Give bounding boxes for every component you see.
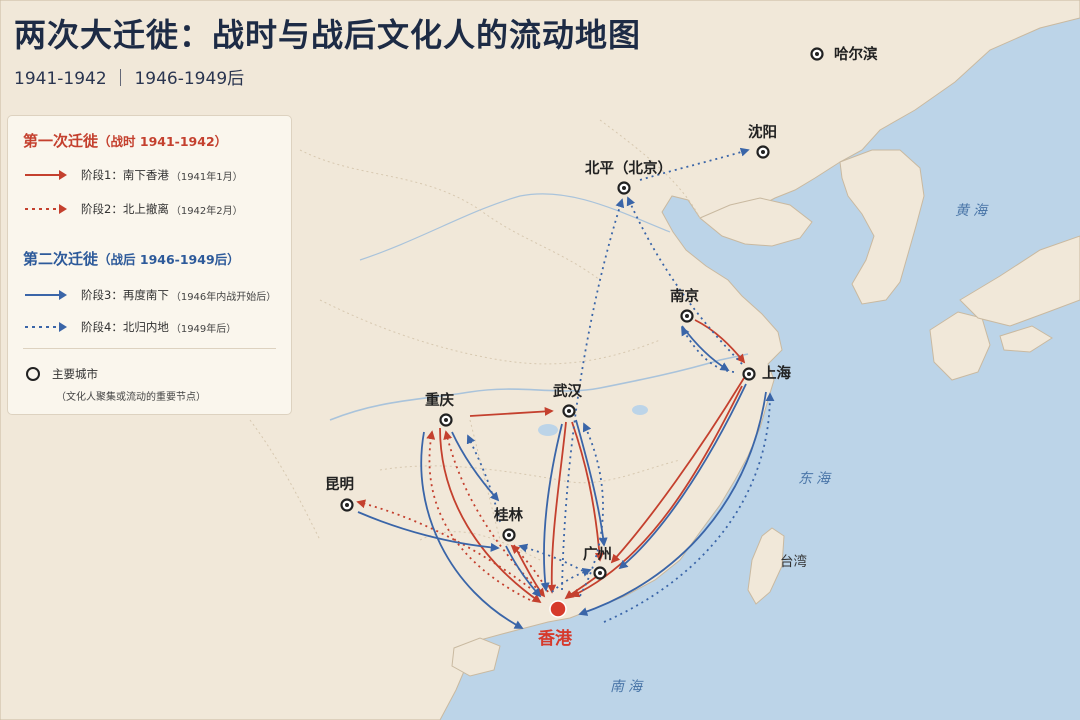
japan-kyushu [929, 311, 991, 381]
city-label-hongkong: 香港 [538, 629, 572, 649]
hainan-island [451, 637, 501, 677]
route-s3-wuhan-hk [540, 423, 563, 592]
legend-stage1: 阶段1：南下香港 （1941年1月） [23, 166, 243, 184]
japan-honshu [959, 235, 1080, 327]
legend-stage3-arrow-icon [25, 290, 67, 300]
legend-city-note: （文化人聚集或流动的重要节点） [56, 392, 206, 403]
city-label-guangzhou: 广州 [583, 547, 612, 563]
legend-stage2: 阶段2：北上撤离 （1942年2月） [23, 200, 243, 218]
legend-stage1-note: （1941年1月） [170, 171, 243, 183]
route-s1-nanjing-shanghai [694, 319, 746, 364]
route-s3-guilin-hk [505, 545, 542, 598]
route-s4-guilin-chongqing [466, 434, 501, 523]
route-s1-shanghai-gz [610, 377, 745, 564]
yellow-river [359, 193, 671, 261]
legend-divider [23, 348, 276, 349]
legend-stage3: 阶段3：再度南下 （1946年内战开始后） [23, 286, 276, 304]
route-s3-wuhan-gz [575, 419, 608, 547]
legend-stage4-note: （1949年后） [170, 323, 237, 335]
legend-stage3-note: （1946年内战开始后） [170, 291, 277, 303]
city-label-guilin: 桂林 [494, 508, 523, 524]
route-s4-shanghai-nanjing [681, 326, 735, 373]
route-s1-shanghai-hk-a [570, 385, 743, 598]
route-s1-gz-hk [564, 576, 597, 600]
legend-city-marker: 主要城市 [26, 366, 98, 382]
route-s2-hk-guilin [510, 544, 549, 593]
legend-stage2-note: （1942年2月） [170, 205, 243, 217]
city-label-kunming: 昆明 [325, 477, 354, 493]
city-label-shanghai: 上海 [762, 366, 791, 382]
legend-first-wave-period: （战时 1941-1942） [98, 134, 228, 149]
city-label-chongqing: 重庆 [425, 393, 454, 409]
legend-stage2-label: 阶段2：北上撤离 [81, 202, 169, 216]
sea-label-east-sea: 东海 [798, 471, 834, 487]
route-s3-shanghai-hk [578, 391, 767, 616]
route-s2-hk-kunming [356, 499, 531, 589]
city-label-wuhan: 武汉 [553, 384, 582, 400]
page-subtitle: 1941-1942 ｜ 1946-1949后 [14, 69, 245, 89]
legend-stage3-label: 阶段3：再度南下 [81, 288, 169, 302]
legend-second-wave-heading: 第二次迁徙（战后 1946-1949后） [23, 248, 240, 269]
legend-second-wave-title: 第二次迁徙 [23, 250, 99, 268]
korean-peninsula [839, 149, 925, 305]
route-s4-shanghai-beiping [626, 196, 743, 365]
legend-first-wave-title: 第一次迁徙 [23, 132, 99, 150]
yangtze-river [329, 353, 749, 421]
legend-city-label: 主要城市 [52, 367, 98, 381]
legend-first-wave-heading: 第一次迁徙（战时 1941-1942） [23, 130, 227, 151]
route-s4-gz-guilin [518, 543, 589, 575]
route-s1-wuhan-gz [571, 421, 604, 562]
route-s2-hk-chongqing [426, 430, 531, 601]
route-s4-hk-wuhan [579, 422, 604, 597]
city-ring-icon [26, 367, 40, 381]
route-s3-chongqing-hk [420, 431, 524, 629]
page-title: 两次大迁徙：战时与战后文化人的流动地图 [14, 16, 642, 54]
route-s4-beiping-shenyang [639, 147, 750, 181]
routes-stage4 [466, 147, 775, 623]
city-label-shenyang: 沈阳 [748, 125, 777, 141]
legend-stage4-arrow-icon [25, 322, 67, 332]
legend-stage1-label: 阶段1：南下香港 [81, 168, 169, 182]
japan-shikoku [999, 325, 1053, 353]
legend-stage1-arrow-icon [25, 170, 67, 180]
route-s3-chongqing-guilin [451, 431, 500, 502]
routes-stage1 [439, 319, 746, 604]
taiwan-island [747, 527, 785, 605]
route-s4-hk-shanghai [603, 392, 775, 623]
legend-second-wave-period: （战后 1946-1949后） [98, 252, 240, 267]
city-label-beiping: 北平（北京） [585, 161, 672, 177]
legend-stage4: 阶段4：北归内地 （1949年后） [23, 318, 236, 336]
city-label-harbin: 哈尔滨 [834, 47, 878, 63]
legend-panel: 第一次迁徙（战时 1941-1942） 阶段1：南下香港 （1941年1月） 阶… [7, 115, 292, 415]
city-marker-dots [345, 52, 819, 575]
sea-label-yellow-sea: 黄海 [955, 203, 991, 219]
sea-label-south-sea: 南海 [610, 679, 646, 695]
lake-dongting [538, 424, 558, 436]
route-s1-chongqing-wuhan [469, 406, 554, 417]
place-label-taiwan: 台湾 [780, 554, 807, 570]
route-s3-shanghai-gz [618, 383, 747, 570]
route-s3-kunming-guilin [357, 511, 500, 552]
city-label-nanjing: 南京 [670, 289, 699, 305]
route-s1-wuhan-hk [547, 421, 567, 594]
shandong-peninsula [699, 197, 813, 247]
legend-stage4-label: 阶段4：北归内地 [81, 320, 169, 334]
city-marker-hongkong [549, 600, 567, 618]
lake-poyang [632, 405, 648, 415]
route-s1-chongqing-hk [439, 427, 542, 604]
legend-stage2-arrow-icon [25, 204, 67, 214]
